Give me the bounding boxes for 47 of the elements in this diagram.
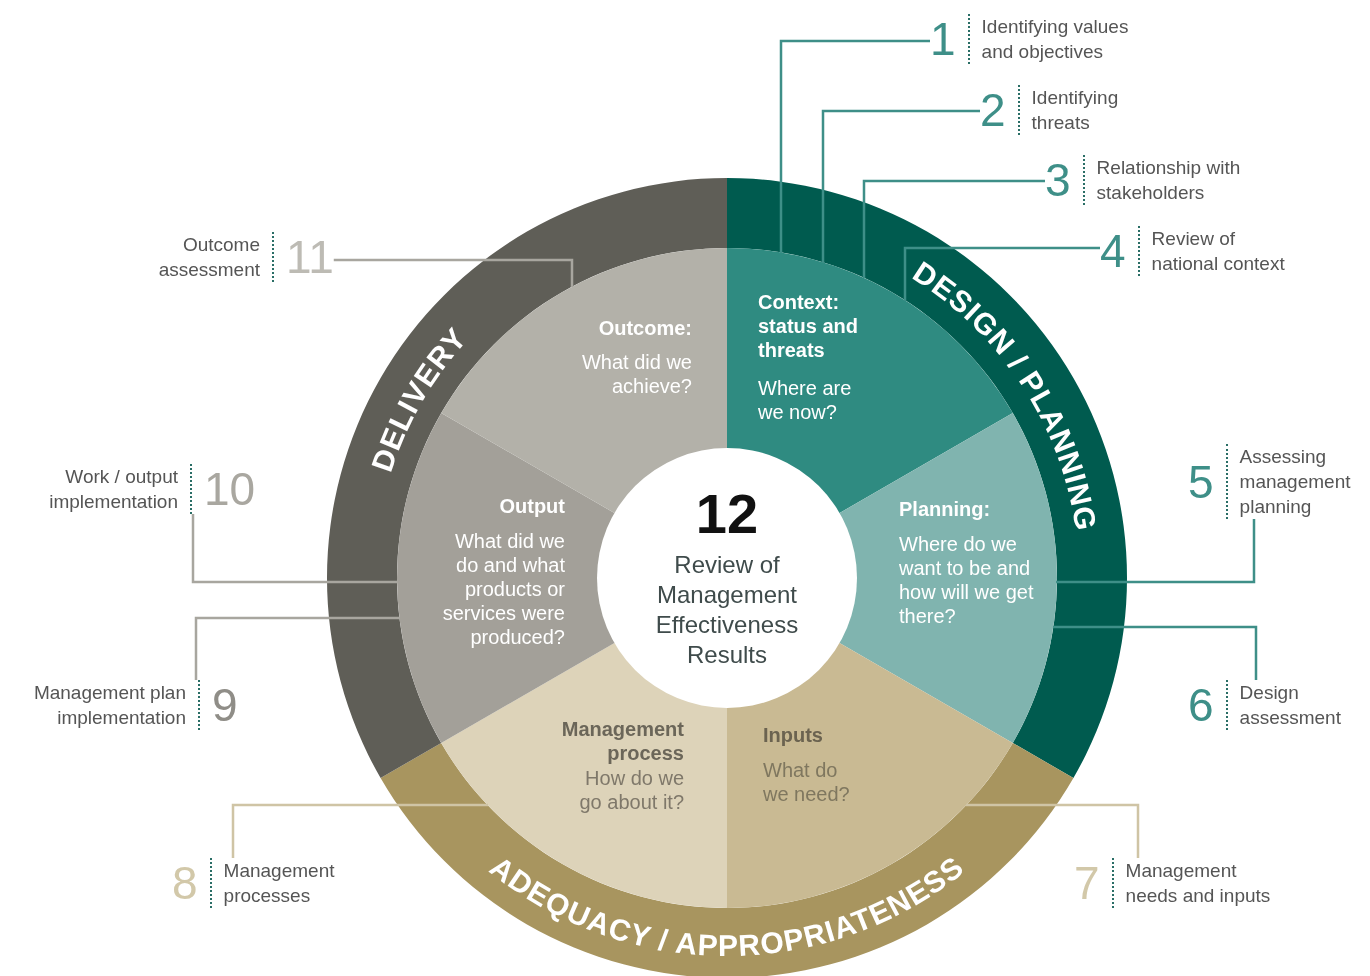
callout-number: 3 <box>1045 157 1071 203</box>
segment-question: Where do we want to be and how will we get there? <box>899 532 1035 628</box>
leader-line <box>333 258 574 287</box>
callout-text: Management processes <box>223 859 336 908</box>
callout-text: Outcome assessment <box>157 233 260 282</box>
callout-number: 10 <box>204 466 256 512</box>
leader-line <box>903 246 1100 301</box>
segment-question: How do we go about it? <box>578 766 684 814</box>
callout-number: 6 <box>1188 682 1214 728</box>
leader-line <box>862 179 1045 278</box>
segment-question: Where are we now? <box>758 376 853 424</box>
callout-number: 9 <box>212 682 238 728</box>
callout-number: 5 <box>1188 458 1214 505</box>
leader-line <box>966 803 1140 858</box>
segment-heading: Context: status and threats <box>758 290 860 362</box>
leader-line <box>191 514 398 584</box>
callout-text: Management needs and inputs <box>1125 859 1272 908</box>
callout-text: Identifying values and objectives <box>981 15 1130 64</box>
segment-heading: Outcome: <box>597 316 692 340</box>
callout-number: 2 <box>980 87 1006 133</box>
callout-number: 4 <box>1100 228 1126 274</box>
callout-text: Relationship with stakeholders <box>1096 156 1242 205</box>
segment-question: What did we achieve? <box>580 350 692 398</box>
callout-text: Assessing management planning <box>1239 445 1352 519</box>
leader-line <box>779 39 930 253</box>
leader-line <box>231 803 488 858</box>
callout-text: Work / output implementation <box>48 465 178 514</box>
segment-question: What did we do and what products or services were produced? <box>441 529 565 649</box>
segment-heading: Inputs <box>763 723 824 747</box>
callout-text: Management plan implementation <box>32 681 186 730</box>
segment-heading: Planning: <box>899 497 992 521</box>
callout-number: 8 <box>172 860 198 906</box>
segment-heading: Output <box>498 494 565 518</box>
callout-text: Design assessment <box>1239 681 1342 730</box>
center-title: Review of Management Effectiveness Results <box>654 550 800 670</box>
segment-heading: Management process <box>560 717 684 765</box>
callout-number: 7 <box>1074 860 1100 906</box>
callout-number: 11 <box>286 234 334 280</box>
leader-line <box>1056 519 1256 584</box>
callout-number: 1 <box>930 16 956 62</box>
callout-text: Identifying threats <box>1031 86 1120 135</box>
segment-question: What do we need? <box>763 758 851 806</box>
center-number: 12 <box>695 486 759 542</box>
leader-line <box>821 109 980 263</box>
callout-text: Review of national context <box>1151 227 1286 276</box>
leader-line <box>194 616 400 680</box>
leader-line <box>1053 625 1258 680</box>
